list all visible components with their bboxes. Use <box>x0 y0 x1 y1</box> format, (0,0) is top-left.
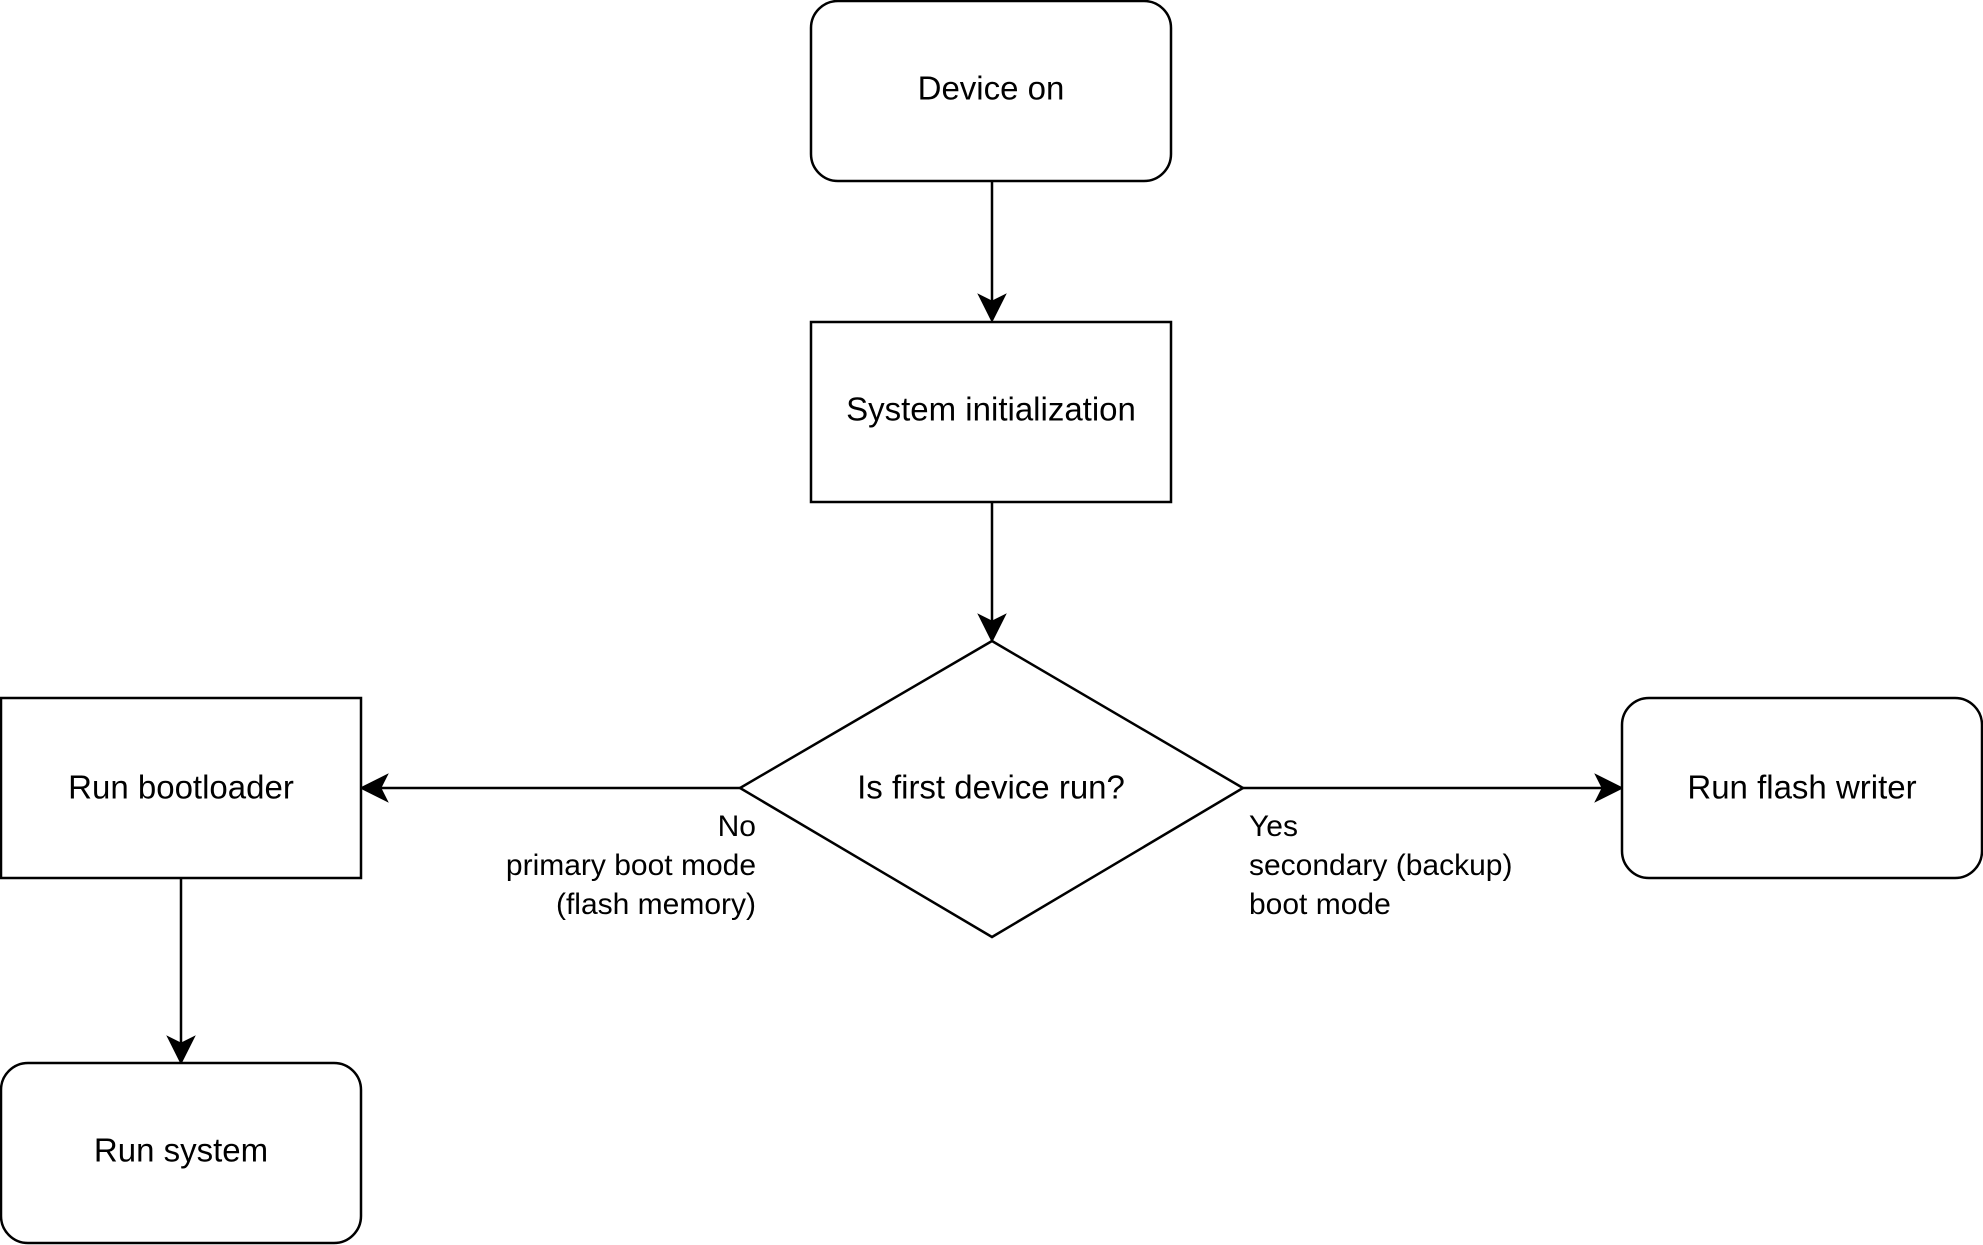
edge-label-yes: Yes secondary (backup) boot mode <box>1249 810 1512 921</box>
node-run-system: Run system <box>0 1061 363 1245</box>
node-run-system-label: Run system <box>94 1132 268 1169</box>
edge-bootloader-to-run-system <box>166 878 196 1065</box>
edge-label-no-line3: (flash memory) <box>556 888 756 921</box>
edge-device-on-to-system-init <box>977 181 1007 323</box>
node-device-on: Device on <box>809 0 1173 183</box>
node-run-bootloader-label: Run bootloader <box>68 769 294 806</box>
node-device-on-label: Device on <box>918 70 1065 107</box>
edge-label-yes-line1: Yes <box>1249 810 1298 843</box>
node-system-initialization-label: System initialization <box>846 391 1136 428</box>
node-system-initialization: System initialization <box>809 320 1173 504</box>
edge-label-yes-line3: boot mode <box>1249 888 1391 921</box>
node-decision: Is first device run? <box>737 639 1246 939</box>
node-run-flash-writer-label: Run flash writer <box>1687 769 1916 806</box>
edge-system-init-to-decision <box>977 502 1007 643</box>
node-decision-label: Is first device run? <box>857 769 1125 806</box>
edge-decision-to-flash-writer <box>1243 773 1624 803</box>
node-run-flash-writer: Run flash writer <box>1620 696 1983 880</box>
edge-label-no-line1: No <box>718 810 756 843</box>
edge-label-yes-line2: secondary (backup) <box>1249 849 1512 882</box>
edge-decision-to-bootloader <box>359 773 740 803</box>
node-run-bootloader: Run bootloader <box>0 696 363 880</box>
edge-label-no-line2: primary boot mode <box>506 849 756 882</box>
edge-label-no: No primary boot mode (flash memory) <box>506 810 756 921</box>
